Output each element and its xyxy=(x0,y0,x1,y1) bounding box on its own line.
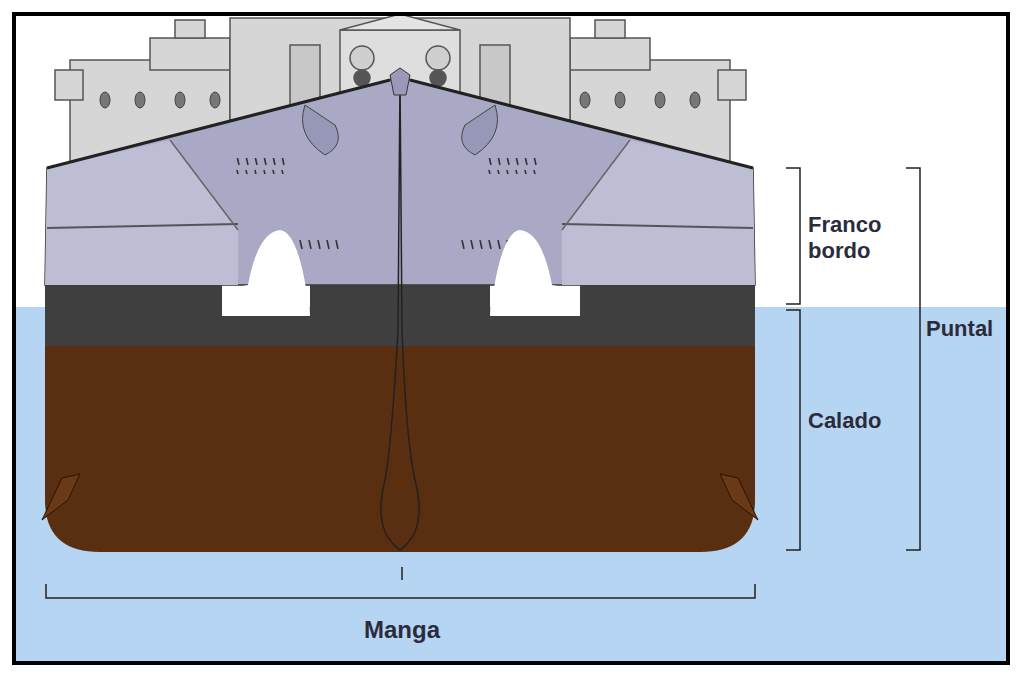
draft-label: Calado xyxy=(808,408,881,434)
underwater-hull xyxy=(45,346,755,552)
water xyxy=(14,307,1008,663)
dimension-brackets xyxy=(46,168,920,598)
boot-topping xyxy=(45,285,755,346)
bow-stem xyxy=(381,78,419,550)
depth-label: Puntal xyxy=(926,316,993,342)
frame-border xyxy=(14,14,1008,663)
beam-label: Manga xyxy=(364,616,440,645)
freeboard-label: Franco bordo xyxy=(808,212,898,265)
